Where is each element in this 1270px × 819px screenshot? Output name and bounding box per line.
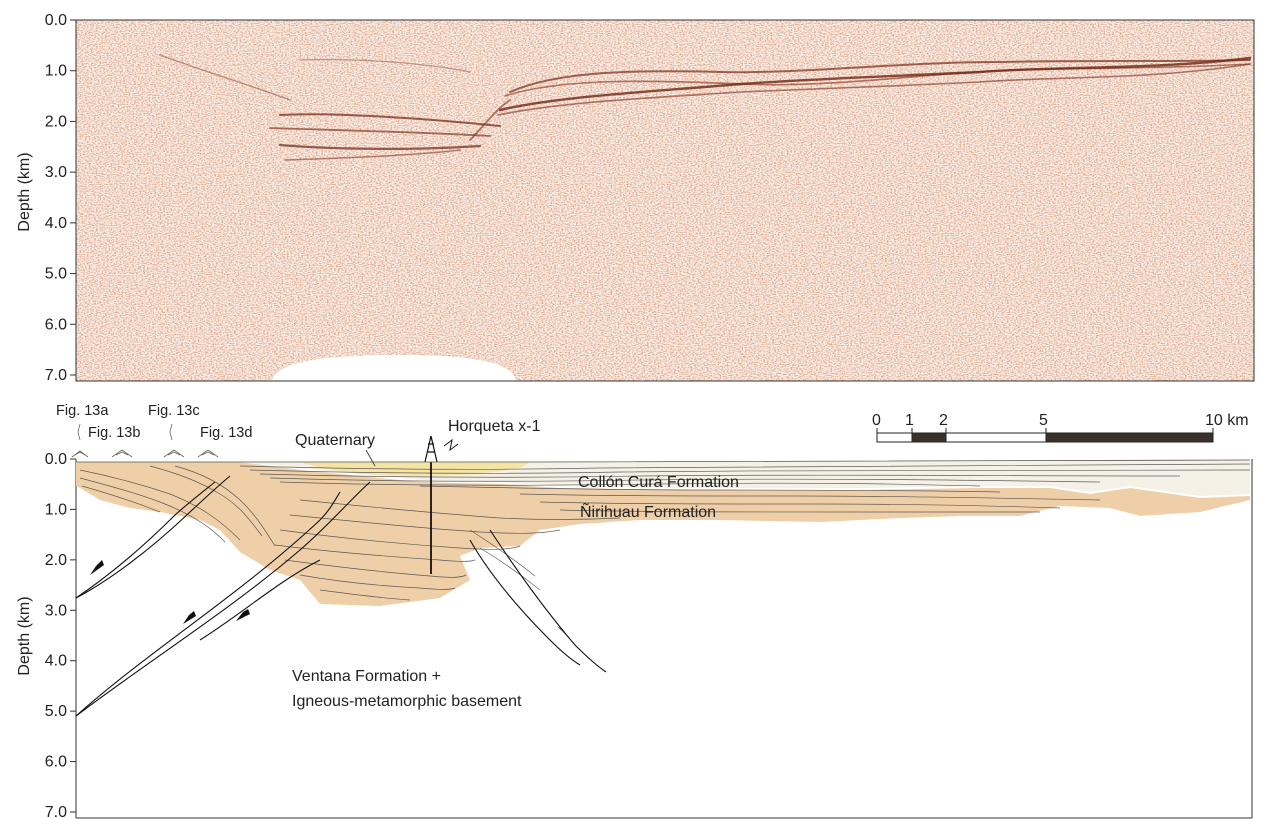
seismic-y-tick-label-0: 0.0 [45,12,67,29]
interpretation-y-tick-label-5: 5.0 [45,703,67,720]
interpretation-y-tick-label-1: 1.0 [45,501,67,518]
interpretation-y-tick-label-3: 3.0 [45,602,67,619]
collon-cura-label: Collón Curá Formation [578,474,739,491]
seismic-y-tick-label-2: 2.0 [45,113,67,130]
quaternary-label: Quaternary [295,432,375,449]
basement-label-line2: Igneous-metamorphic basement [292,693,522,710]
scale-seg-0-1 [877,433,912,442]
scale-tick-2: 2 [939,412,948,429]
scale-seg-2-5 [946,433,1046,442]
basement-label-line1: Ventana Formation + [292,668,441,685]
seismic-y-tick-label-5: 5.0 [45,266,67,283]
fig-13b-label: Fig. 13b [88,425,140,441]
scale-seg-1-2 [912,433,946,442]
interpretation-y-tick-label-2: 2.0 [45,552,67,569]
nirihuau-label: Ñirihuau Formation [580,501,716,521]
interpretation-y-tick-label-0: 0.0 [45,451,67,468]
seismic-y-tick-label-4: 4.0 [45,215,67,232]
seismic-y-axis: 0.0 1.0 2.0 3.0 4.0 5.0 6.0 7.0 Depth (km) [16,12,76,384]
well-label: Horqueta x-1 [448,418,541,435]
interpretation-y-axis: 0.0 1.0 2.0 3.0 4.0 5.0 6.0 7.0 Depth (km) [16,451,76,819]
seismic-y-tick-label-3: 3.0 [45,164,67,181]
fig-13d-label: Fig. 13d [200,425,252,441]
seismic-noise [76,20,1254,381]
scale-seg-5-10 [1046,433,1213,442]
scale-tick-5: 5 [1039,412,1048,429]
seismic-panel: 0.0 1.0 2.0 3.0 4.0 5.0 6.0 7.0 Depth (km) [16,12,1254,384]
scale-tick-1: 1 [905,412,914,429]
seismic-y-tick-label-7: 7.0 [45,367,67,384]
seismic-y-axis-title: Depth (km) [16,152,33,231]
interpretation-y-tick-label-6: 6.0 [45,754,67,771]
interpretation-y-tick-label-4: 4.0 [45,653,67,670]
interpretation-panel: Fig. 13a Fig. 13b Fig. 13c Fig. 13d [16,403,1252,819]
seismic-y-tick-label-6: 6.0 [45,316,67,333]
fig-13c-label: Fig. 13c [148,403,200,419]
seismic-y-tick-label-1: 1.0 [45,63,67,80]
scale-bar: 0 1 2 5 10 km [872,412,1249,442]
scale-tick-10: 10 km [1205,412,1249,429]
interpretation-y-axis-title: Depth (km) [16,596,33,675]
fig-13a-label: Fig. 13a [56,403,109,419]
scale-tick-0: 0 [872,412,881,429]
interpretation-y-tick-label-7: 7.0 [45,804,67,819]
